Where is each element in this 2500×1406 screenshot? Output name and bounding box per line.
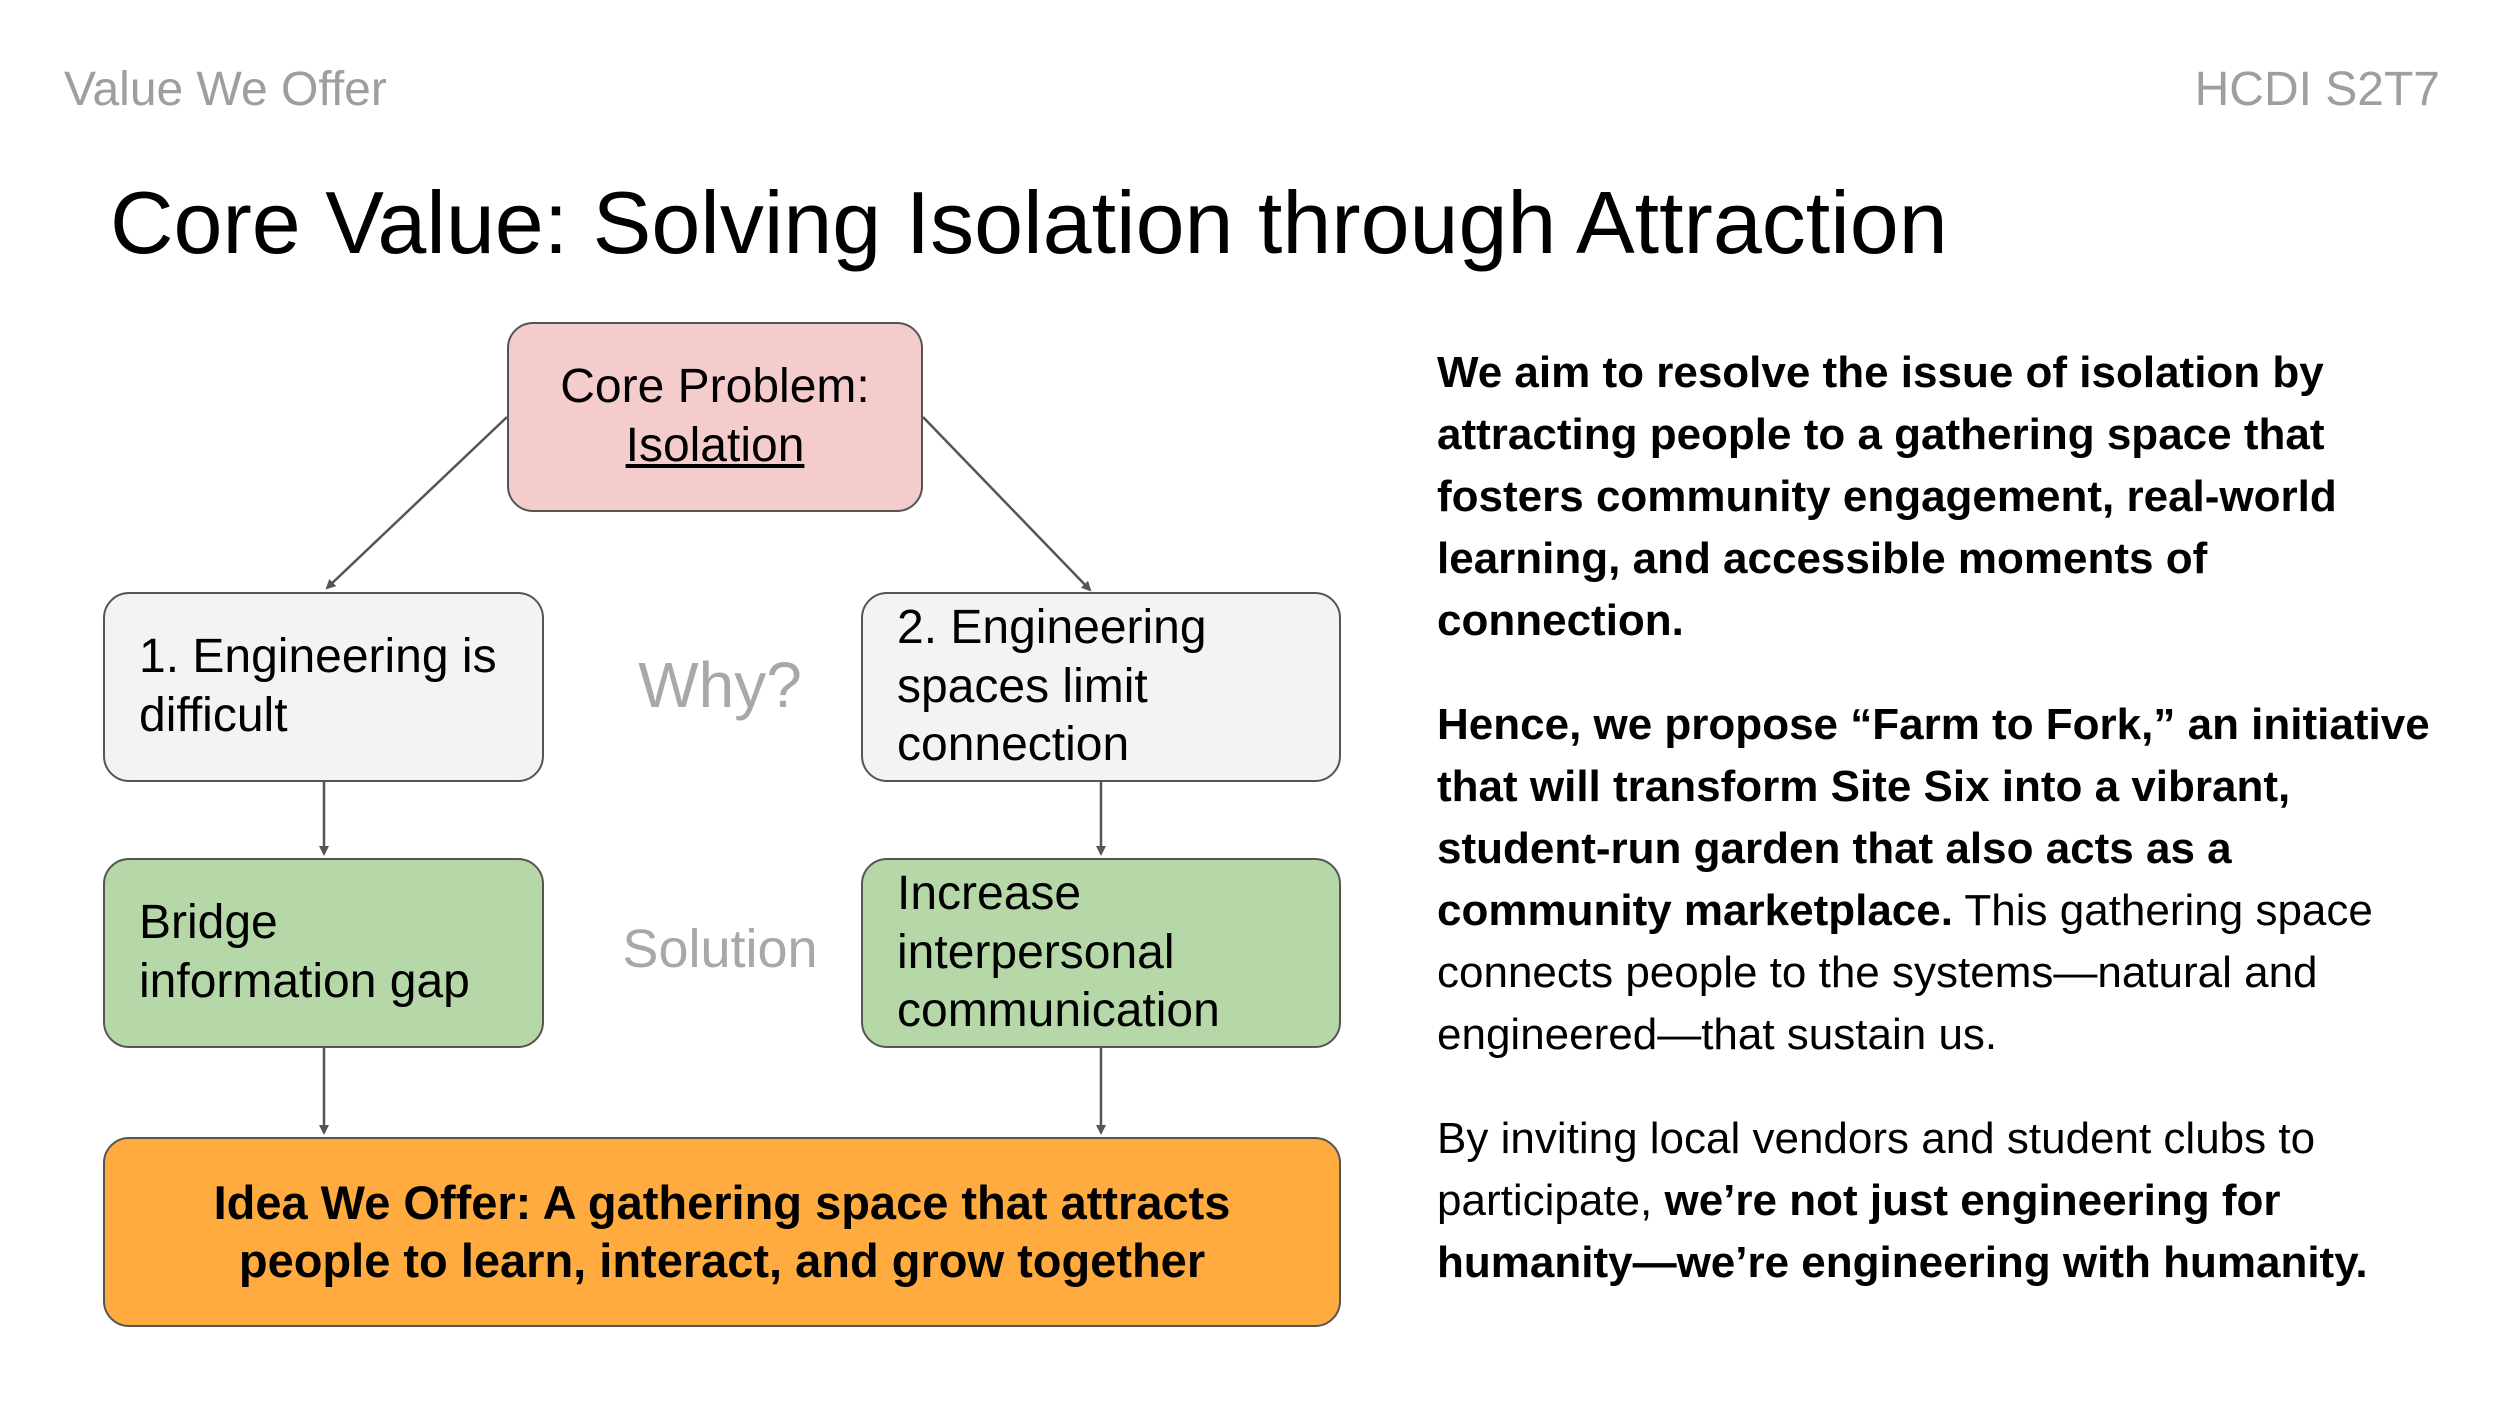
solution-bridge-gap-box: Bridge information gap	[103, 858, 544, 1048]
paragraph-proposal-regular: This gathering space connects people to …	[1437, 886, 2373, 1059]
paragraph-invite-bold: we’re not just engineering for humanity—…	[1437, 1176, 2368, 1287]
why-label: Why?	[638, 649, 802, 721]
solution-communication-box: Increase interpersonal communication	[861, 858, 1341, 1048]
reason-2-text: 2. Engineering spaces limit connection	[897, 601, 1207, 772]
solution-2-text: Increase interpersonal communication	[897, 867, 1220, 1038]
core-problem-value: Isolation	[625, 419, 805, 472]
paragraph-invite-regular: By inviting local vendors and student cl…	[1437, 1114, 2316, 1225]
solution-label: Solution	[622, 919, 818, 979]
arrow-problem-to-why2	[922, 416, 1092, 592]
arrow-problem-to-why1	[325, 416, 508, 590]
idea-we-offer-box: Idea We Offer: A gathering space that at…	[103, 1137, 1341, 1327]
core-problem-box: Core Problem: Isolation	[507, 322, 923, 512]
paragraph-invite: By inviting local vendors and student cl…	[1437, 1108, 2447, 1294]
core-problem-label: Core Problem:	[560, 360, 870, 414]
paragraph-proposal: Hence, we propose “Farm to Fork,” an ini…	[1437, 694, 2447, 1066]
course-label: HCDI S2T7	[2194, 63, 2440, 116]
idea-text: Idea We Offer: A gathering space that at…	[213, 1175, 1231, 1287]
section-label: Value We Offer	[64, 63, 387, 116]
reason-1-text: 1. Engineering is difficult	[139, 630, 497, 742]
description-text: We aim to resolve the issue of isolation…	[1437, 342, 2447, 1336]
slide-title: Core Value: Solving Isolation through At…	[110, 173, 1948, 272]
reason-spaces-limit-box: 2. Engineering spaces limit connection	[861, 592, 1341, 782]
reason-engineering-difficult-box: 1. Engineering is difficult	[103, 592, 544, 782]
paragraph-aim-text: We aim to resolve the issue of isolation…	[1437, 348, 2337, 645]
solution-1-text: Bridge information gap	[139, 896, 470, 1008]
paragraph-aim: We aim to resolve the issue of isolation…	[1437, 342, 2447, 652]
paragraph-proposal-bold: Hence, we propose “Farm to Fork,” an ini…	[1437, 700, 2430, 935]
